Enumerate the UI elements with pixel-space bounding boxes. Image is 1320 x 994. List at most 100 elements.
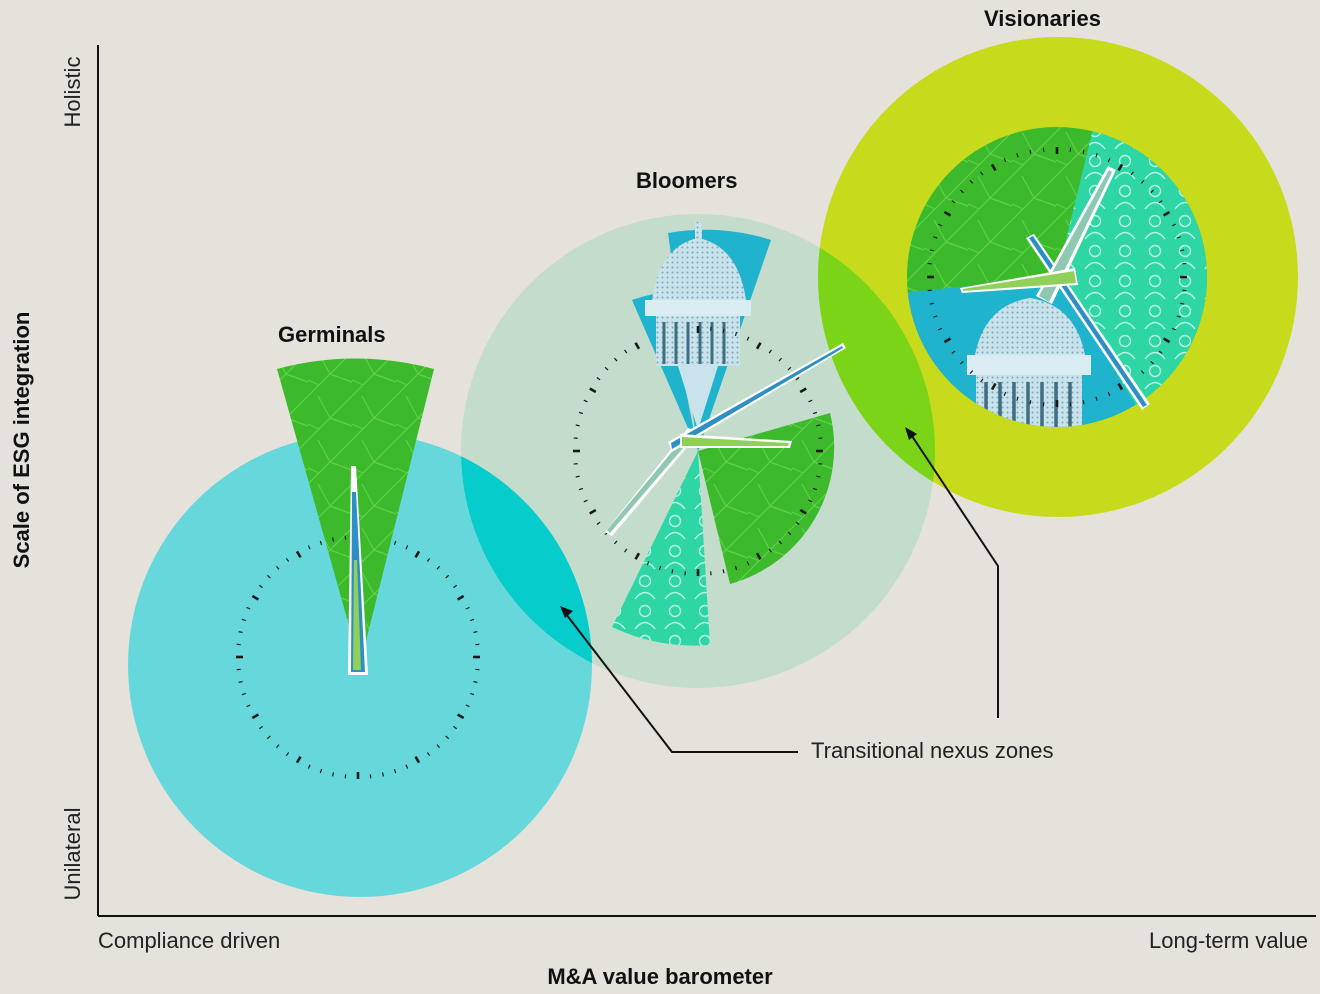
- dial-tick: [658, 565, 662, 571]
- dial-tick: [634, 342, 641, 350]
- dial-tick: [1162, 337, 1171, 344]
- dial-tick: [251, 594, 260, 601]
- dial-tick: [799, 508, 807, 515]
- dial-tick: [241, 618, 246, 622]
- dial-tick: [634, 552, 641, 560]
- dial-tick: [990, 382, 997, 391]
- dial-tick: [1117, 163, 1124, 172]
- x-axis-right-label: Long-term value: [1149, 928, 1308, 953]
- dial-tick: [768, 349, 772, 354]
- capitol-dome-icon: [967, 298, 1091, 427]
- dial-tick: [937, 327, 943, 331]
- dial-tick: [405, 545, 409, 550]
- dial-tick: [808, 499, 813, 503]
- dial-tick: [453, 725, 458, 730]
- dial-tick: [812, 411, 818, 415]
- dial-tick: [1130, 171, 1134, 176]
- dial-tick: [929, 302, 934, 305]
- dial-tick: [266, 574, 271, 579]
- dial-tick: [393, 769, 397, 774]
- dial-tick: [1095, 396, 1098, 401]
- x-axis-left-label: Compliance driven: [98, 928, 281, 953]
- dial-tick: [465, 704, 470, 708]
- clock-hand-icon: [348, 466, 368, 675]
- dial-tick: [1003, 391, 1007, 397]
- dial-tick: [426, 752, 431, 757]
- dial-tick: [812, 487, 818, 491]
- dial-tick: [596, 521, 601, 525]
- dial-tick: [1016, 153, 1019, 158]
- dial-tick: [575, 424, 580, 427]
- germinals-dial-ticks: [236, 535, 480, 779]
- dial-tick: [755, 552, 762, 560]
- dial-tick: [1016, 396, 1019, 401]
- dial-tick: [1176, 236, 1181, 239]
- dial-tick: [1150, 360, 1155, 365]
- dial-tick: [1171, 327, 1177, 331]
- dial-tick: [951, 350, 956, 354]
- leader-line-left: [565, 613, 798, 753]
- dial-tick: [456, 713, 465, 720]
- dial-tick: [246, 704, 251, 708]
- dial-tick: [969, 179, 974, 184]
- y-axis-top-label: Holistic: [60, 56, 85, 128]
- dial-tick: [473, 631, 478, 634]
- dial-tick: [646, 561, 650, 566]
- leaf-texture-icon: [698, 413, 835, 584]
- annotation-leaders: [560, 427, 999, 753]
- dial-tick: [990, 163, 997, 172]
- dial-tick: [980, 171, 984, 176]
- clock-hand-icon: [605, 343, 846, 536]
- dial-tick: [1176, 315, 1181, 318]
- dial-tick: [746, 336, 750, 341]
- dial-tick: [613, 540, 618, 545]
- dial-tick: [959, 189, 964, 194]
- annotation-transitional-nexus: Transitional nexus zones: [811, 738, 1054, 763]
- dial-tick: [319, 540, 323, 545]
- dial-tick: [456, 594, 465, 601]
- leader-line-right: [911, 435, 999, 718]
- dial-tick: [381, 772, 384, 777]
- dial-tick: [295, 550, 302, 559]
- dial-tick: [933, 315, 938, 318]
- bloomers-clock: [573, 222, 846, 646]
- dial-tick: [241, 692, 246, 696]
- dial-tick: [778, 357, 783, 362]
- dial-tick: [258, 725, 263, 730]
- dial-tick: [816, 475, 821, 478]
- arrowhead-left-icon: [560, 606, 573, 618]
- dial-tick: [295, 755, 302, 764]
- dial-tick: [787, 366, 792, 371]
- dial-tick: [251, 713, 260, 720]
- dial-tick: [285, 557, 290, 562]
- dial-tick: [734, 565, 738, 571]
- dial-tick: [1180, 249, 1185, 252]
- dial-tick: [1029, 149, 1032, 154]
- sky-wedge-left: [632, 292, 698, 451]
- dial-tick: [1158, 350, 1163, 354]
- dial-tick: [445, 574, 450, 579]
- clock-hand-icon: [960, 166, 1150, 410]
- dial-tick: [405, 764, 409, 769]
- visionaries-dial-ticks: [927, 147, 1187, 407]
- dial-tick: [589, 508, 597, 515]
- dial-tick: [1029, 400, 1032, 405]
- dial-tick: [414, 755, 421, 764]
- dial-tick: [470, 618, 475, 622]
- dial-tick: [319, 769, 323, 774]
- dial-tick: [1003, 157, 1007, 163]
- dial-tick: [414, 550, 421, 559]
- dial-tick: [816, 424, 821, 427]
- dial-tick: [1180, 302, 1185, 305]
- dial-tick: [266, 735, 271, 740]
- dial-tick: [238, 680, 243, 683]
- dial-tick: [799, 387, 807, 394]
- dial-tick: [951, 200, 956, 204]
- dial-tick: [436, 565, 441, 570]
- dial-tick: [285, 752, 290, 757]
- dial-tick: [1140, 179, 1145, 184]
- dial-tick: [787, 531, 792, 536]
- dial-tick: [275, 565, 280, 570]
- dial-tick: [1082, 149, 1085, 154]
